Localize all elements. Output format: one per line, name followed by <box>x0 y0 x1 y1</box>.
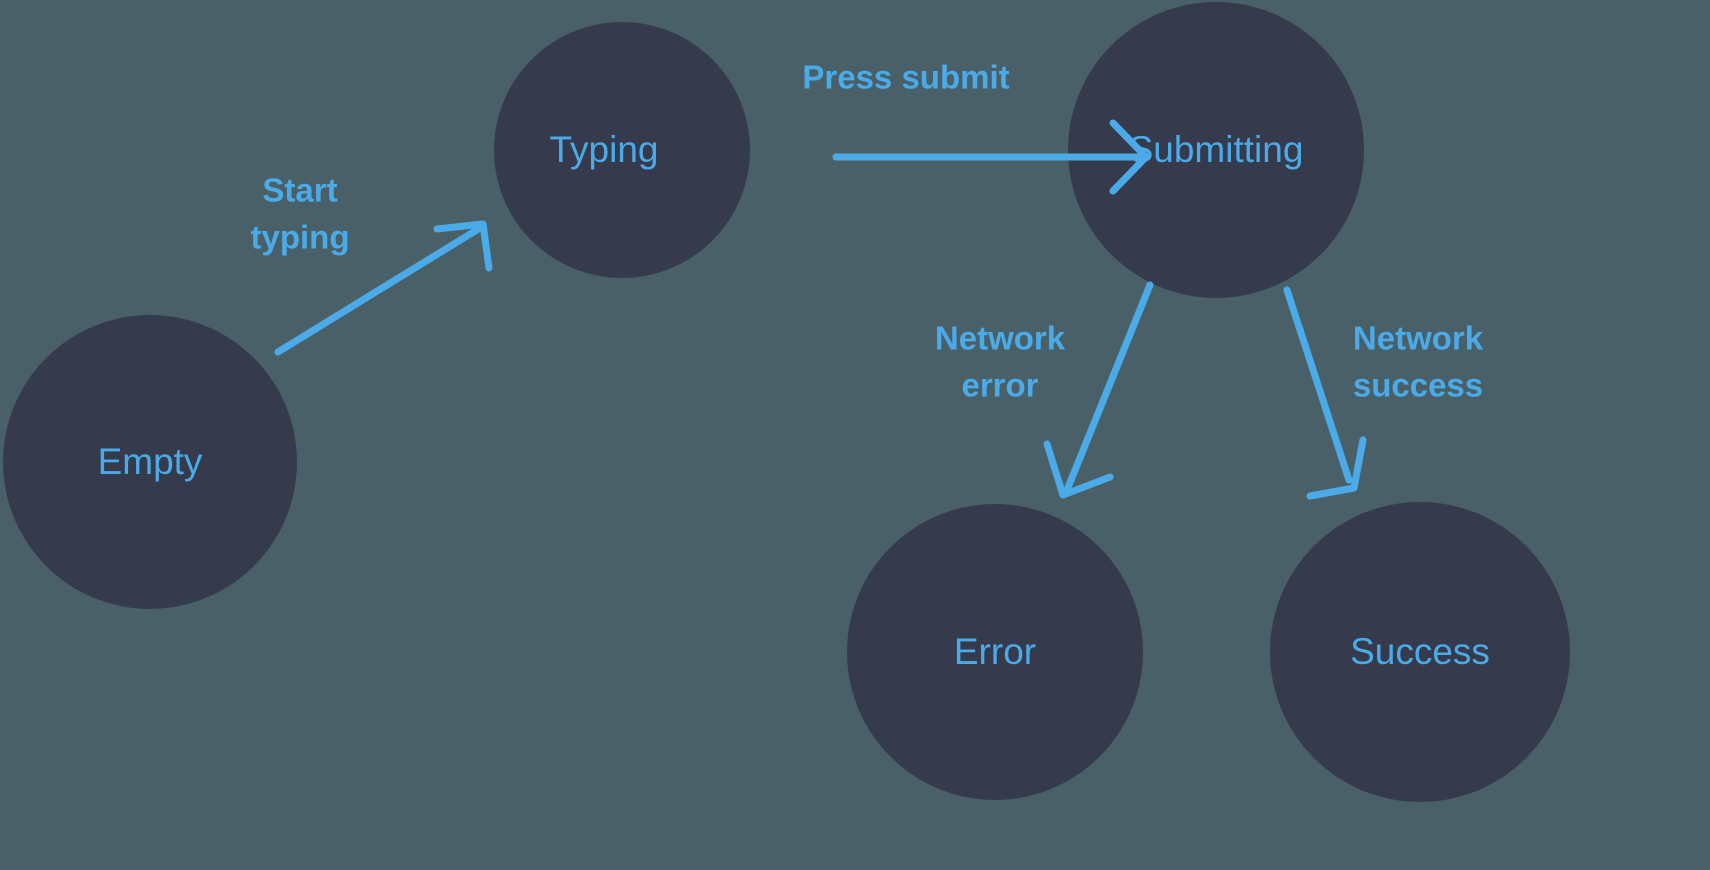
state-circle-empty <box>3 315 297 609</box>
arrowhead-network-success <box>1306 436 1367 500</box>
transition-label-start-typing-line2: typing <box>251 219 350 256</box>
transition-network-success: Network success <box>1283 286 1484 500</box>
transition-line-network-success <box>1283 286 1353 484</box>
transition-network-error: Network error <box>935 281 1154 499</box>
state-label-error: Error <box>954 631 1036 672</box>
transition-press-submit: Press submit <box>802 59 1150 195</box>
state-label-empty: Empty <box>98 441 203 482</box>
state-node-error[interactable]: Error <box>847 504 1143 800</box>
state-label-success: Success <box>1350 631 1490 672</box>
arrowhead-network-error <box>1043 440 1114 499</box>
transition-label-network-error-line1: Network <box>935 320 1066 357</box>
state-label-submitting: Submitting <box>1129 129 1304 170</box>
arrowhead-press-submit <box>1109 119 1150 195</box>
transition-label-network-error-line2: error <box>961 367 1038 404</box>
state-node-success[interactable]: Success <box>1270 502 1570 802</box>
state-circle-submitting <box>1068 2 1364 298</box>
state-node-submitting[interactable]: Submitting <box>1068 2 1364 298</box>
state-node-empty[interactable]: Empty <box>3 315 297 609</box>
state-label-typing: Typing <box>549 129 658 170</box>
transition-label-start-typing-line1: Start <box>262 172 337 209</box>
state-circle-success <box>1270 502 1570 802</box>
state-node-typing[interactable]: Typing <box>494 22 750 278</box>
state-circle-typing <box>494 22 750 278</box>
transition-start-typing: Start typing <box>251 172 493 356</box>
transition-line-start-typing <box>274 224 484 356</box>
transition-label-network-success-line2: success <box>1353 367 1483 404</box>
state-circle-error <box>847 504 1143 800</box>
transition-label-network-success-line1: Network <box>1353 320 1484 357</box>
arrowhead-start-typing <box>433 220 493 272</box>
transition-line-network-error <box>1063 281 1154 494</box>
transition-label-press-submit: Press submit <box>802 59 1009 96</box>
